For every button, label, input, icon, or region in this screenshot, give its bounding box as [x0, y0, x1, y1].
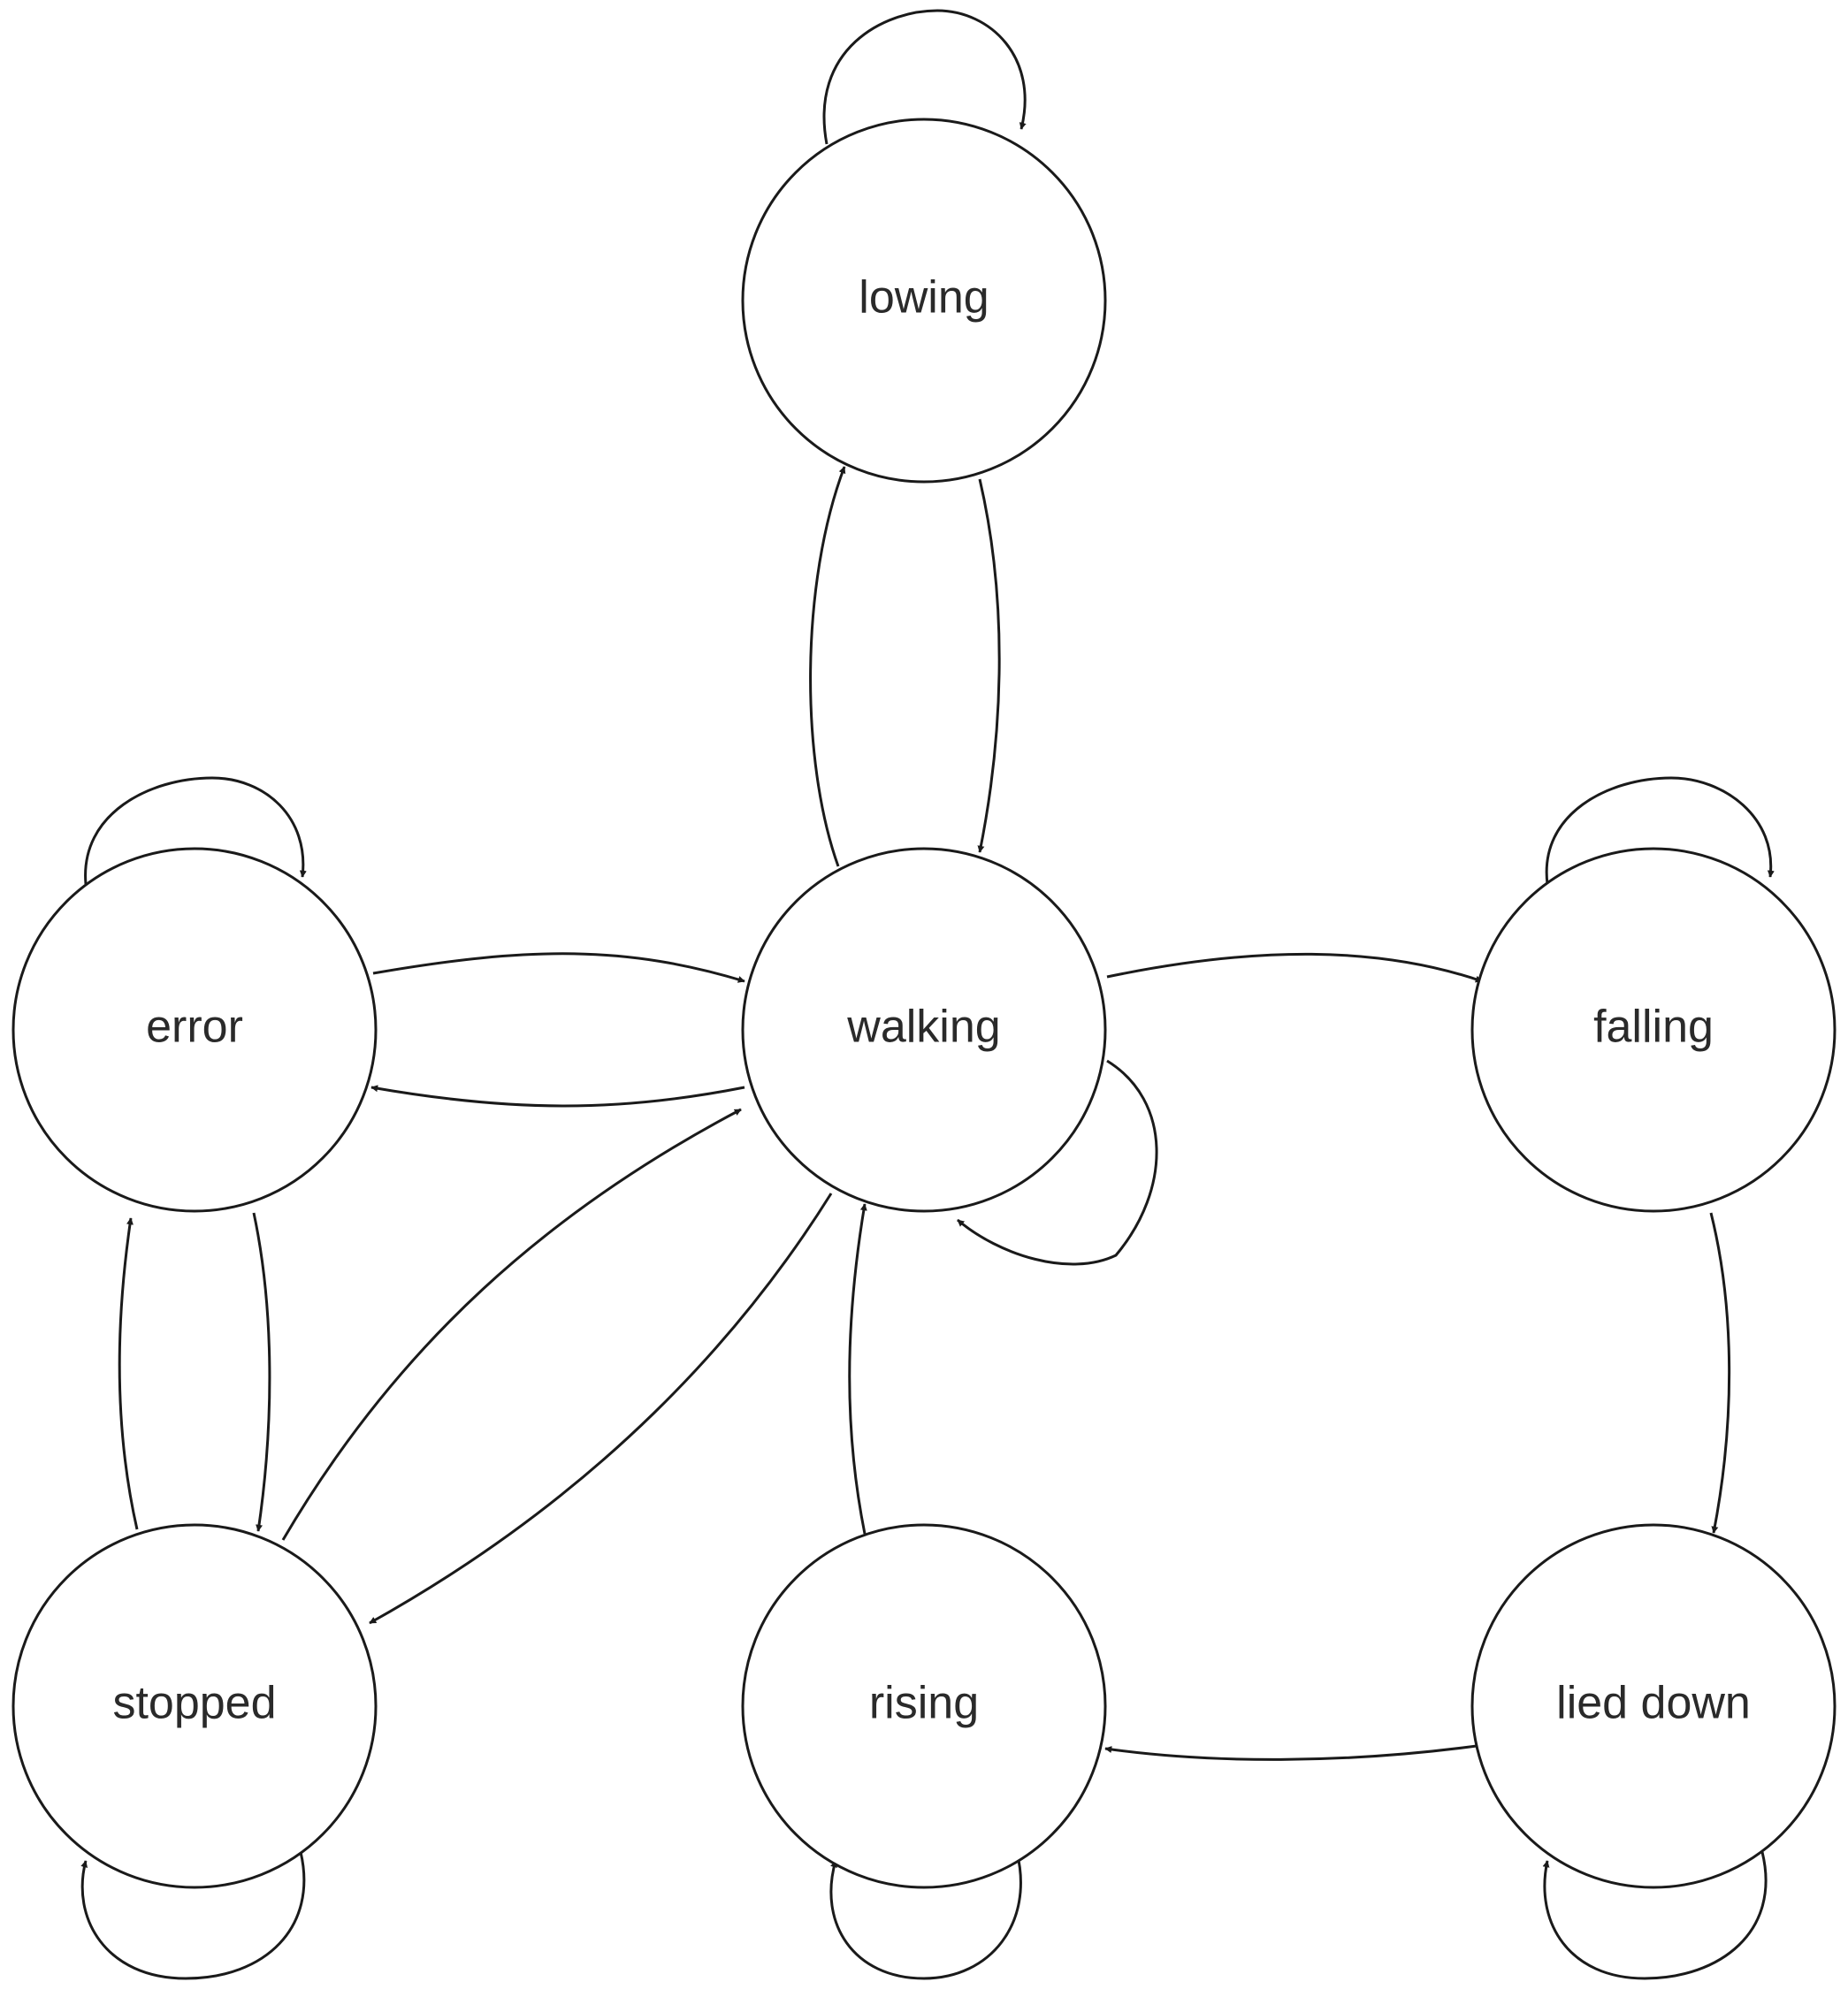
state-rising-label: rising: [869, 1678, 979, 1729]
state-error[interactable]: error: [11, 847, 378, 1213]
state-walking-circle: [741, 847, 1107, 1213]
state-falling[interactable]: falling: [1470, 847, 1837, 1213]
edge-walking-to-lowing: [809, 466, 846, 867]
state-stopped[interactable]: stopped: [11, 1523, 378, 1889]
state-walking-label: walking: [846, 1002, 1000, 1053]
state-stopped-label: stopped: [112, 1678, 276, 1729]
edge-falling-to-lied-down: [1709, 1212, 1731, 1534]
edge-lied-down-to-rising: [1104, 1744, 1478, 1761]
transition-edges: [80, 9, 1775, 1980]
state-lowing-circle: [741, 118, 1107, 484]
edge-walking-to-stopped: [369, 1193, 833, 1625]
state-lowing[interactable]: lowing: [741, 118, 1107, 484]
state-error-label: error: [146, 1002, 243, 1053]
edge-stopped-to-error: [118, 1217, 139, 1530]
edge-lied-down-to-lied-down: [1542, 1851, 1768, 1980]
edge-error-to-error: [84, 776, 307, 885]
state-rising[interactable]: rising: [741, 1523, 1107, 1889]
edge-stopped-to-walking: [281, 1108, 742, 1541]
state-falling-circle: [1470, 847, 1837, 1213]
edge-walking-to-walking: [957, 1059, 1158, 1266]
state-lied-down[interactable]: lied down: [1470, 1523, 1837, 1889]
state-falling-label: falling: [1593, 1002, 1714, 1053]
states: lowing walking error falling stopped ris…: [11, 118, 1837, 1889]
edge-error-to-walking: [372, 952, 745, 983]
edge-stopped-to-stopped: [80, 1851, 306, 1980]
state-lowing-label: lowing: [859, 272, 989, 324]
state-rising-circle: [741, 1523, 1107, 1889]
edge-lowing-to-lowing: [822, 9, 1027, 145]
state-lied-down-circle: [1470, 1523, 1837, 1889]
state-walking[interactable]: walking: [741, 847, 1107, 1213]
state-stopped-circle: [11, 1523, 378, 1889]
edge-walking-to-error: [370, 1085, 745, 1108]
edge-falling-to-falling: [1545, 776, 1775, 885]
edge-walking-to-falling: [1106, 952, 1483, 983]
edge-lowing-to-walking: [977, 478, 1001, 853]
edge-rising-to-rising: [829, 1851, 1022, 1980]
edge-error-to-stopped: [252, 1212, 271, 1532]
state-error-circle: [11, 847, 378, 1213]
state-lied-down-label: lied down: [1556, 1678, 1751, 1729]
edge-rising-to-walking: [848, 1203, 867, 1535]
